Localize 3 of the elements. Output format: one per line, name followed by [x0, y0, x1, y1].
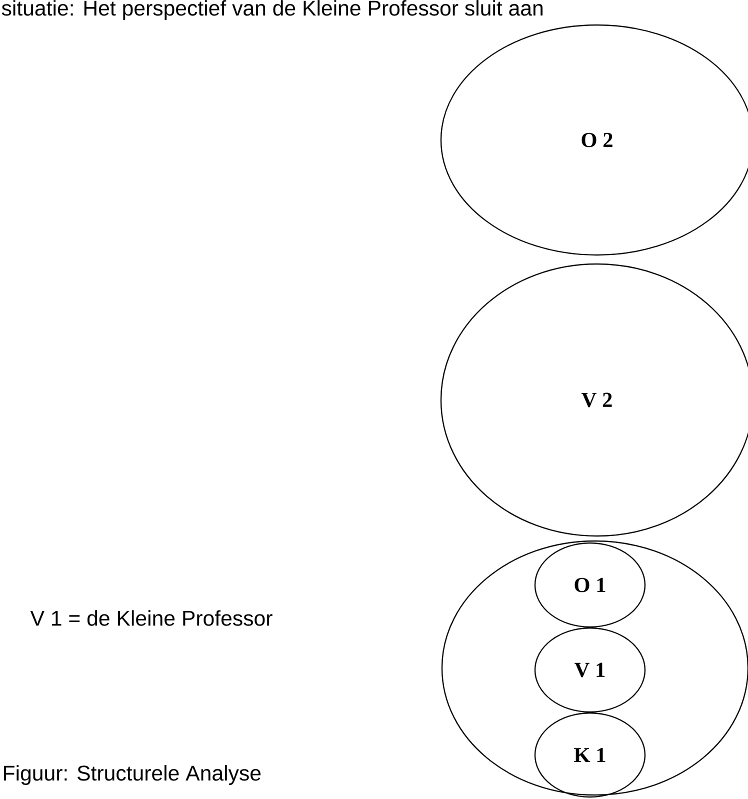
note-text: V 1 = de Kleine Professor: [30, 610, 272, 626]
caption: Figuur: Structurele Analyse: [4, 765, 261, 785]
note-text: situatie: Het perspectief van de Kleine Professor sluit aan: [2, 0, 542, 20]
